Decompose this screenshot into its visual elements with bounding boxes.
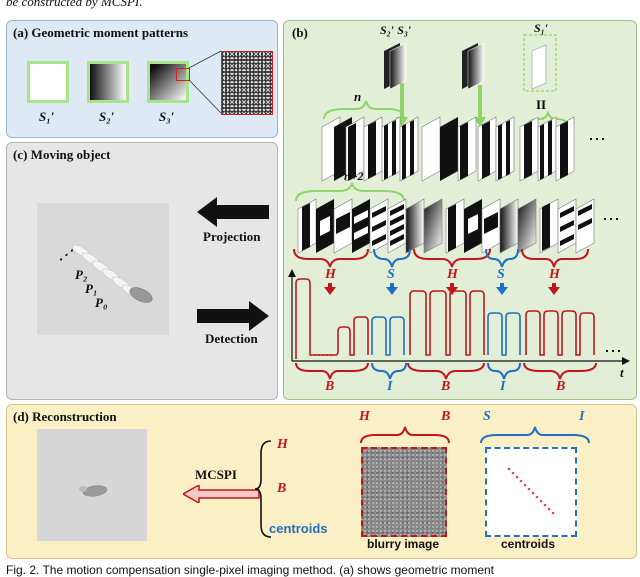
trail-dots: ⋰: [59, 247, 72, 262]
label-s1-top: S₁′: [534, 21, 549, 35]
pattern-row-1: [321, 116, 575, 182]
centroids-caption: centroids: [501, 537, 556, 551]
hs-arrows: [324, 283, 560, 295]
panel-b-drawing: II: [288, 34, 630, 380]
ellipsis-signal: ⋯: [604, 341, 622, 361]
panel-a-title: (a) Geometric moment patterns: [13, 25, 189, 40]
figure-caption: Fig. 2. The motion compensation single-p…: [6, 563, 495, 577]
top-text-fragment: be constructed by MCSPI.: [6, 0, 143, 9]
arrow-label-s-2: S: [497, 267, 505, 282]
brace-label-n-plus-2: n+2: [344, 169, 364, 183]
blurry-image-caption: blurry image: [367, 537, 440, 551]
blurry-image: [361, 447, 447, 537]
arrow-label-h-3: H: [549, 267, 560, 282]
brace-item-b: B: [277, 481, 287, 496]
label-s2: S₂′: [99, 109, 115, 124]
panel-d-title: (d) Reconstruction: [13, 409, 117, 424]
left-brace: [254, 440, 272, 538]
reconstructed-object: [79, 485, 108, 497]
panel-c-moving-object: (c) Moving object ⋰ P₂ P₁ P₀ Projection …: [6, 142, 278, 400]
arrow-label-s-1: S: [387, 267, 395, 282]
panel-b-title: (b): [292, 25, 308, 40]
label-s2-s3: S₂′ S₃′: [380, 23, 412, 37]
brace-item-centroids: centroids: [269, 521, 328, 536]
panel-d-reconstruction: (d) Reconstruction MCSPI H B centroids H…: [6, 404, 637, 559]
brace-item-h: H: [277, 437, 288, 452]
zoom-box: [176, 68, 190, 81]
detection-label: Detection: [205, 331, 258, 346]
projection-label: Projection: [203, 229, 261, 244]
pattern-s1-white: [27, 61, 69, 103]
label-s3: S₃′: [159, 109, 175, 124]
centroids-label-i: I: [579, 409, 585, 424]
centroids-image: [485, 447, 577, 537]
label-p2: P₂: [75, 267, 88, 282]
panel-a-geometric-moment-patterns: (a) Geometric moment patterns S₁′ S₂′ S₃…: [6, 20, 278, 138]
bi-braces: [295, 362, 597, 380]
blurry-label-h: H: [359, 409, 370, 424]
mcspi-label: MCSPI: [195, 467, 237, 482]
centroids-brace: [480, 426, 590, 444]
ellipsis-row-1: ⋯: [588, 129, 606, 149]
detection-arrow-icon: [197, 301, 269, 331]
zoom-connector-lines: [188, 50, 222, 114]
ellipsis-row-2: ⋯: [602, 209, 620, 229]
pattern-row-2: [297, 198, 595, 254]
hs-braces: [293, 248, 589, 268]
mcspi-arrow-icon: [183, 485, 260, 503]
blurry-label-b: B: [441, 409, 451, 424]
axis-label-t: t: [620, 365, 624, 380]
zoomed-dither-pattern: [221, 51, 273, 115]
centroids-label-s: S: [483, 409, 491, 424]
blurry-brace: [360, 426, 450, 444]
brace-label-b-3: B: [556, 379, 566, 394]
brace-label-i-2: I: [500, 379, 506, 394]
brace-label-i-1: I: [387, 379, 393, 394]
brace-label-b-2: B: [441, 379, 451, 394]
projection-arrow-icon: [197, 197, 269, 227]
panel-b-pattern-sequence: (b) S₂′ S₃′ S₁′ II: [283, 20, 637, 400]
label-p0: P₀: [95, 295, 108, 310]
object-trail: [71, 244, 153, 303]
brace-label-b-1: B: [325, 379, 335, 394]
centroid-dots: [507, 467, 555, 515]
equals-sign: II: [536, 97, 546, 112]
arrow-label-h-1: H: [325, 267, 336, 282]
label-p1: P₁: [85, 281, 98, 296]
arrow-label-h-2: H: [447, 267, 458, 282]
pattern-s2-horizontal-gradient: [87, 61, 129, 103]
brace-label-n: n: [354, 89, 362, 104]
source-patterns: [384, 34, 557, 92]
moving-object-image: ⋰ P₂ P₁ P₀: [37, 203, 169, 335]
reconstructed-image: [37, 429, 147, 541]
label-s1: S₁′: [39, 109, 55, 124]
panel-c-title: (c) Moving object: [13, 147, 111, 162]
